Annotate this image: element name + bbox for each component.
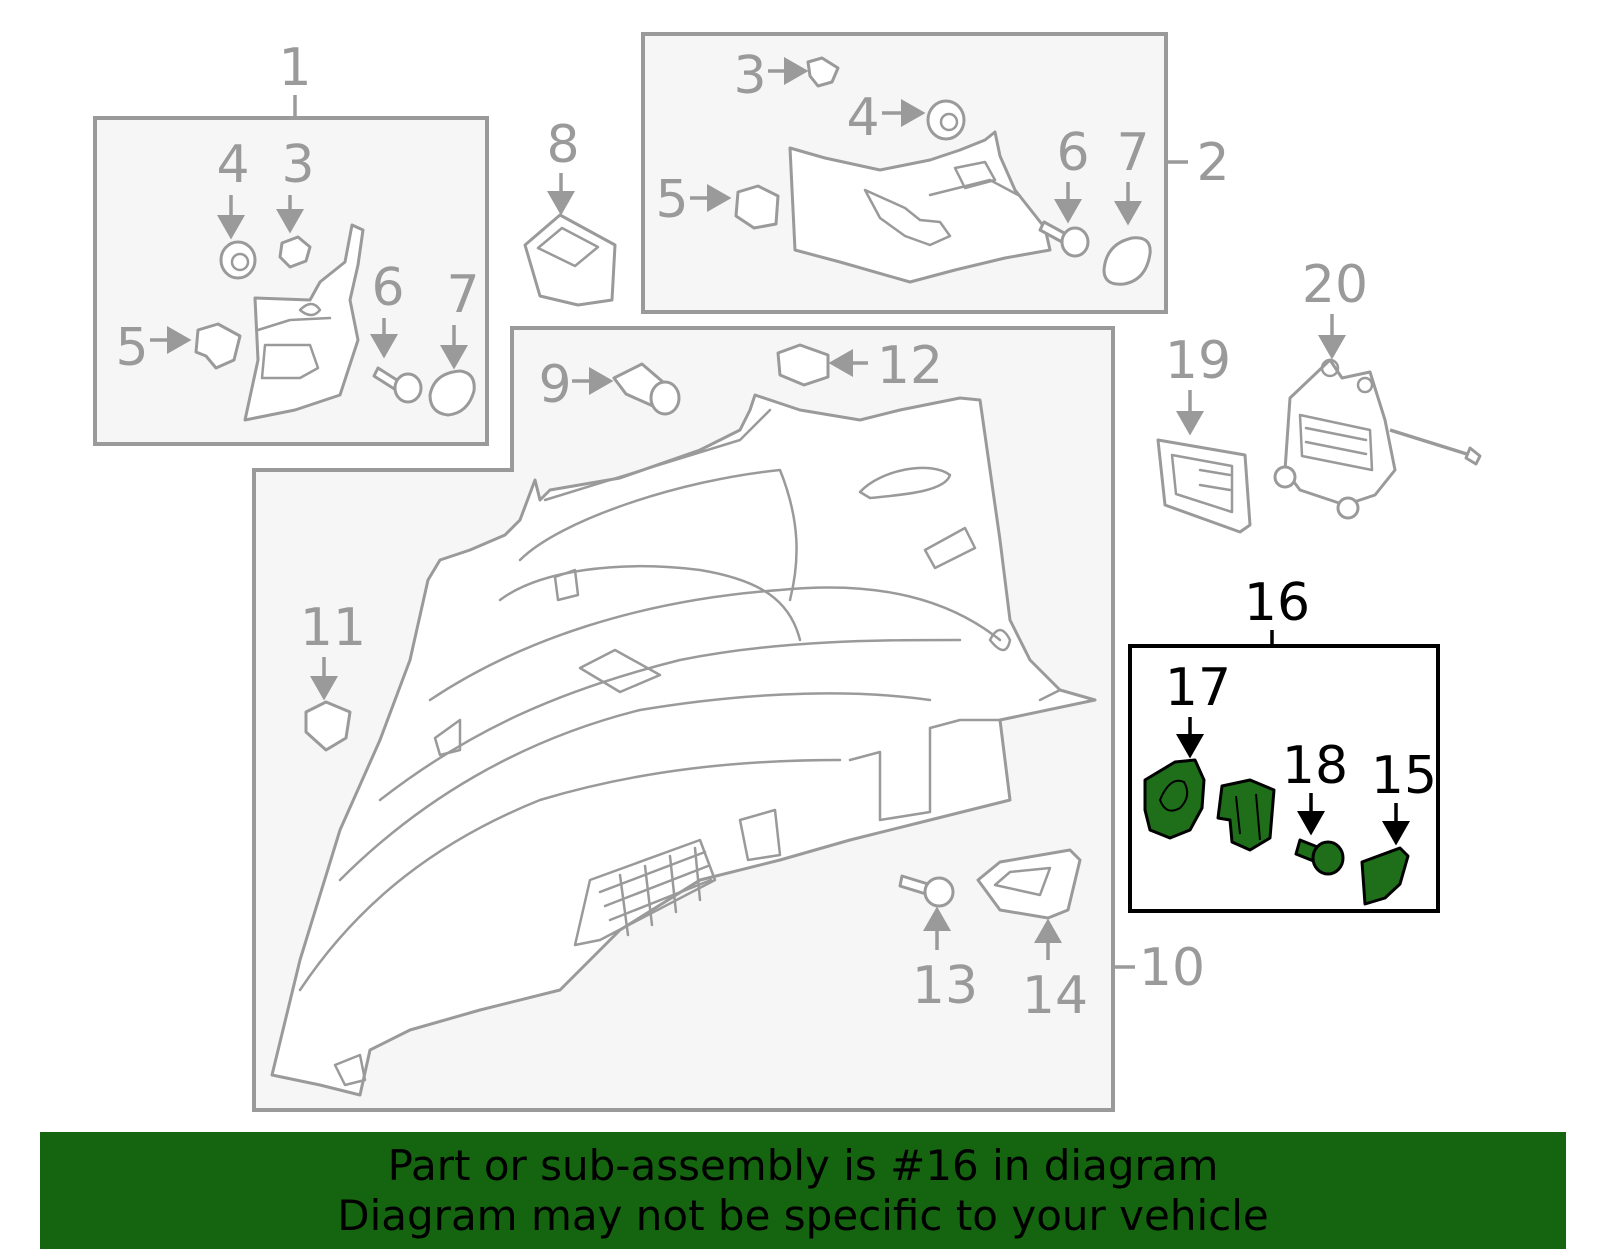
pad-icon bbox=[1360, 846, 1410, 906]
callout-8: 8 bbox=[546, 115, 579, 175]
assembly-box-1: 1 4 3 5 6 7 bbox=[93, 38, 489, 446]
callout-17: 17 bbox=[1165, 658, 1231, 718]
callout-6: 6 bbox=[1056, 123, 1089, 183]
bolt-icon bbox=[1038, 220, 1090, 258]
retainer-icon bbox=[194, 322, 242, 370]
info-banner: Part or sub-assembly is #16 in diagram D… bbox=[40, 1132, 1566, 1249]
callout-9: 9 bbox=[538, 355, 571, 415]
nut-icon bbox=[219, 240, 257, 280]
assembly-box-2: 2 3 4 5 6 7 bbox=[641, 32, 1230, 314]
callout-3: 3 bbox=[733, 46, 766, 106]
clip-icon bbox=[806, 56, 840, 88]
retainer-icon bbox=[734, 184, 780, 230]
cap-icon bbox=[428, 369, 476, 417]
retainer-icon bbox=[304, 700, 352, 752]
callout-19: 19 bbox=[1165, 331, 1231, 391]
clip-icon bbox=[1216, 778, 1276, 852]
callout-18: 18 bbox=[1282, 736, 1348, 796]
callout-3: 3 bbox=[281, 135, 314, 195]
assembly-box-10: 10 9 12 11 bbox=[252, 326, 1205, 1112]
plug-icon bbox=[612, 362, 681, 416]
upper-trim-panel bbox=[788, 130, 1052, 284]
cap-icon bbox=[1102, 236, 1152, 286]
actuator-icon bbox=[1273, 358, 1482, 520]
callout-11: 11 bbox=[300, 598, 366, 658]
callout-14: 14 bbox=[1022, 966, 1088, 1026]
switch-bezel-icon bbox=[1156, 438, 1252, 534]
assembly-box-16: 16 17 18 15 bbox=[1128, 573, 1440, 913]
clip-icon bbox=[776, 343, 830, 387]
pillar-trim-panel bbox=[243, 223, 365, 422]
callout-4: 4 bbox=[846, 88, 879, 148]
bezel-icon bbox=[523, 213, 617, 307]
callout-2: 2 bbox=[1196, 133, 1229, 193]
callout-13: 13 bbox=[912, 956, 978, 1016]
callout-6: 6 bbox=[371, 258, 404, 318]
callout-5: 5 bbox=[655, 170, 688, 230]
callout-1: 1 bbox=[278, 38, 311, 98]
clip-icon bbox=[278, 235, 312, 269]
quarter-trim-panel bbox=[270, 393, 1097, 1097]
banner-line-1: Part or sub-assembly is #16 in diagram bbox=[387, 1140, 1219, 1190]
callout-5: 5 bbox=[115, 318, 148, 378]
bolt-icon bbox=[372, 366, 423, 404]
bolt-icon bbox=[898, 874, 955, 908]
housing-icon bbox=[1143, 758, 1206, 840]
callout-20: 20 bbox=[1302, 255, 1368, 315]
callout-4: 4 bbox=[216, 135, 249, 195]
item-20: 20 bbox=[1273, 255, 1482, 520]
item-8: 8 bbox=[523, 115, 617, 307]
banner-line-2: Diagram may not be specific to your vehi… bbox=[337, 1190, 1269, 1240]
cover-icon bbox=[976, 848, 1082, 920]
item-19: 19 bbox=[1156, 331, 1252, 534]
nut-icon bbox=[926, 99, 966, 141]
callout-12: 12 bbox=[877, 336, 943, 396]
callout-16: 16 bbox=[1244, 573, 1310, 633]
callout-15: 15 bbox=[1371, 746, 1437, 806]
callout-7: 7 bbox=[446, 265, 479, 325]
bolt-icon bbox=[1294, 838, 1345, 876]
callout-7: 7 bbox=[1116, 123, 1149, 183]
callout-10: 10 bbox=[1139, 938, 1205, 998]
